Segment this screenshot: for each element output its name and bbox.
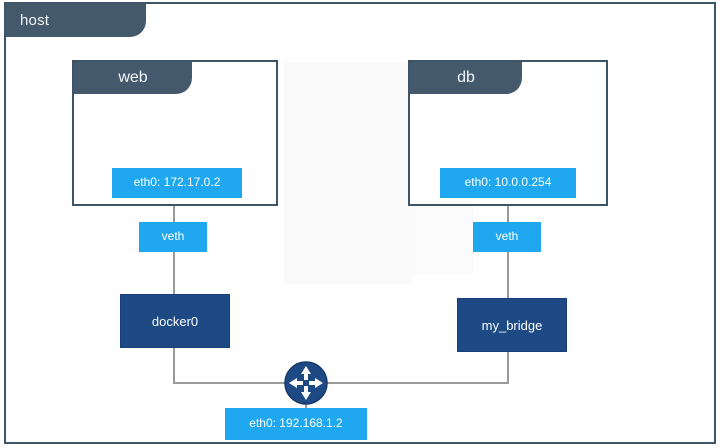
connector-my-bridge-down (507, 350, 509, 384)
host-interface[interactable]: eth0: 192.168.1.2 (225, 408, 367, 440)
bridge-my-bridge[interactable]: my_bridge (457, 298, 567, 352)
router-icon[interactable] (283, 360, 329, 406)
bridge-docker0[interactable]: docker0 (120, 294, 230, 348)
veth-db[interactable]: veth (473, 222, 541, 252)
connector-web-chip-to-veth (173, 199, 175, 229)
container-web-interface[interactable]: eth0: 172.17.0.2 (112, 168, 242, 198)
veth-web[interactable]: veth (139, 222, 207, 252)
background-wash (284, 62, 412, 284)
connector-docker0-to-router (173, 382, 305, 384)
host-tab-label: host (6, 4, 146, 37)
container-db-interface[interactable]: eth0: 10.0.0.254 (440, 168, 576, 198)
container-db[interactable]: db eth0: 10.0.0.254 (408, 60, 608, 206)
connector-docker0-down (173, 346, 175, 384)
container-web[interactable]: web eth0: 172.17.0.2 (72, 60, 278, 206)
connector-my-bridge-to-router (305, 382, 509, 384)
host-frame: host web eth0: 172.17.0.2 db eth0: 10.0. (4, 2, 716, 444)
connector-web-veth-to-docker0 (173, 249, 175, 304)
container-db-title: db (410, 62, 522, 94)
connector-db-veth-to-my-bridge (507, 249, 509, 307)
connector-db-chip-to-veth (507, 199, 509, 229)
container-web-title: web (74, 62, 192, 94)
